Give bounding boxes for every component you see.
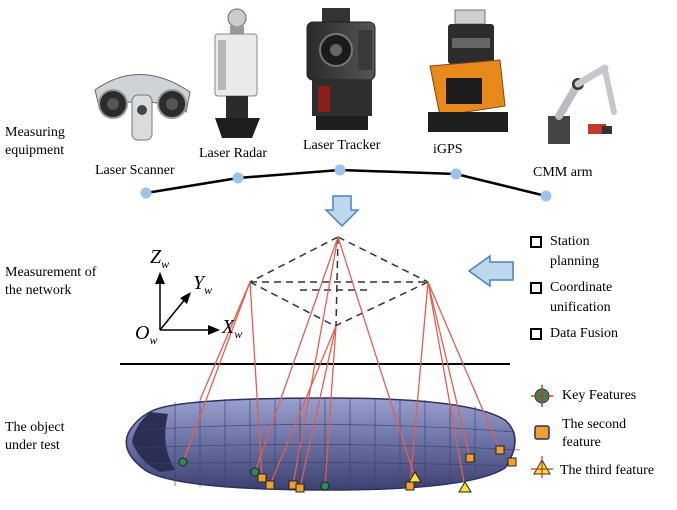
second-feature-icon	[534, 425, 550, 440]
laser-scanner-icon	[94, 74, 191, 141]
laser-lines	[182, 236, 501, 489]
process-item-data-fusion: Data Fusion	[530, 324, 618, 344]
node-cmm-arm	[540, 190, 552, 202]
row-label-measuring-equipment: Measuring equipment	[5, 125, 65, 158]
axis-label-x: Xw	[222, 316, 243, 341]
checkbox-icon	[530, 282, 542, 294]
left-arrow-icon	[467, 254, 514, 288]
axis-label-z: Zw	[150, 246, 170, 271]
node-laser-tracker	[334, 164, 346, 176]
axis-label-y: Yw	[193, 272, 213, 297]
axis-label-origin: Ow	[135, 322, 158, 347]
legend-label-key-features: Key Features	[562, 388, 637, 403]
third-feature-icon	[531, 456, 553, 478]
igps-icon	[428, 9, 508, 132]
legend-label-second-feature: The second feature	[562, 417, 627, 450]
cmm-arm-icon	[548, 64, 617, 144]
world-coordinate-axes	[155, 272, 220, 335]
process-label: Data Fusion	[550, 326, 619, 341]
process-label: Station planning	[550, 234, 599, 269]
down-arrow-icon	[324, 195, 360, 228]
equipment-label-igps: iGPS	[433, 142, 463, 157]
row-label-measurement-network: Measurement of the network	[5, 265, 97, 298]
process-item-station-planning: Station planning	[530, 232, 618, 272]
feature-markers	[178, 445, 517, 493]
process-item-coordinate-unification: Coordinate unification	[530, 278, 618, 318]
legend-label-third-feature: The third feature	[560, 463, 655, 478]
equipment-label-laser-tracker: Laser Tracker	[303, 138, 381, 153]
key-features-icon	[531, 385, 553, 407]
equipment-label-laser-radar: Laser Radar	[199, 146, 268, 161]
process-label: Coordinate unification	[550, 280, 613, 315]
equipment-label-laser-scanner: Laser Scanner	[95, 163, 175, 178]
node-igps	[450, 168, 462, 180]
checkbox-icon	[530, 328, 542, 340]
equipment-connections	[145, 168, 547, 198]
node-laser-radar	[232, 172, 244, 184]
checkbox-icon	[530, 236, 542, 248]
fuselage-object	[125, 397, 521, 491]
equipment-label-cmm-arm: CMM arm	[533, 165, 593, 180]
measurement-network	[249, 236, 429, 327]
node-laser-scanner	[140, 187, 152, 199]
process-list: Station planning Coordinate unification …	[530, 232, 618, 344]
row-label-object-under-test: The object under test	[5, 420, 65, 453]
laser-tracker-icon	[306, 8, 376, 130]
laser-radar-icon	[214, 8, 260, 138]
